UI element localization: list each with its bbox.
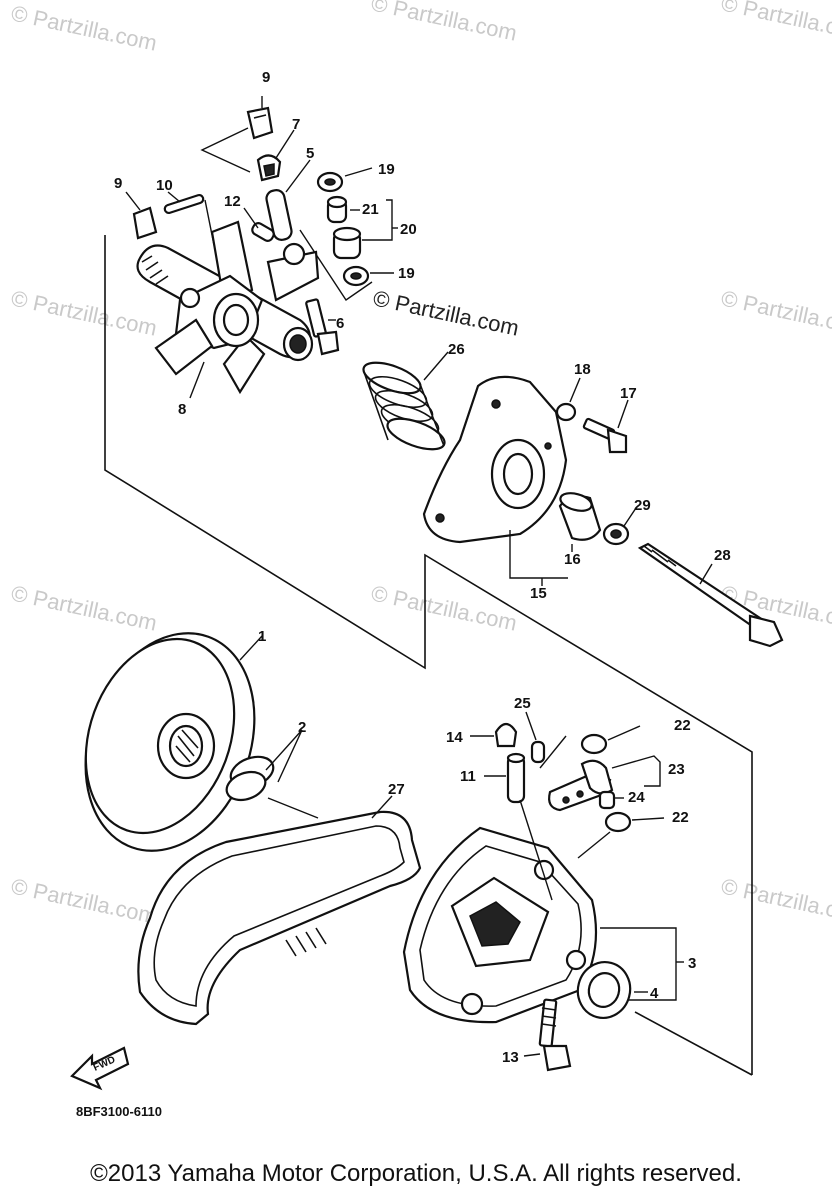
part-9-upper xyxy=(246,106,274,140)
part-17 xyxy=(582,417,628,454)
watermark: © Partzilla.com xyxy=(9,580,159,635)
watermark: © Partzilla.com xyxy=(719,285,832,340)
part-22-upper xyxy=(580,733,608,755)
callout-9: 9 xyxy=(262,69,270,86)
copyright-notice: ©2013 Yamaha Motor Corporation, U.S.A. A… xyxy=(90,1160,742,1187)
callout-28: 28 xyxy=(714,547,731,564)
part-25 xyxy=(530,740,546,764)
watermark: © Partzilla.com xyxy=(719,0,832,46)
callout-22: 22 xyxy=(674,717,691,734)
callout-9: 9 xyxy=(114,175,122,192)
callout-21: 21 xyxy=(362,201,379,218)
callout-24: 24 xyxy=(628,789,645,806)
callout-17: 17 xyxy=(620,385,637,402)
callout-19: 19 xyxy=(378,161,395,178)
part-29 xyxy=(602,522,630,546)
part-20-collar xyxy=(332,226,362,260)
callout-2: 2 xyxy=(298,719,306,736)
frame-upper xyxy=(104,235,753,1075)
part-19-upper xyxy=(316,171,344,193)
part-13 xyxy=(538,998,572,1072)
callout-5: 5 xyxy=(306,145,314,162)
callout-26: 26 xyxy=(448,341,465,358)
callout-20: 20 xyxy=(400,221,417,238)
callout-29: 29 xyxy=(634,497,651,514)
part-11 xyxy=(506,752,526,804)
callout-3: 3 xyxy=(688,955,696,972)
callout-7: 7 xyxy=(292,116,300,133)
callout-15: 15 xyxy=(530,585,547,602)
part-15-cover xyxy=(422,375,568,544)
watermark: © Partzilla.com xyxy=(9,0,159,55)
part-5 xyxy=(265,189,293,241)
watermark: © Partzilla.com xyxy=(369,580,519,635)
callout-11: 11 xyxy=(460,768,476,785)
part-16 xyxy=(558,492,602,541)
part-2 xyxy=(225,755,275,802)
watermark-center: © Partzilla.com xyxy=(371,285,521,340)
callout-4: 4 xyxy=(650,985,659,1002)
part-23-arm xyxy=(548,759,614,812)
part-27-belt xyxy=(137,810,422,1026)
part-10 xyxy=(163,193,205,215)
part-4 xyxy=(576,961,632,1019)
part-6 xyxy=(305,298,340,356)
callout-10: 10 xyxy=(156,177,173,194)
watermark: © Partzilla.com xyxy=(719,873,832,928)
callout-22: 22 xyxy=(672,809,689,826)
part-26-spring xyxy=(362,361,446,451)
callout-8: 8 xyxy=(178,401,186,418)
part-22-lower xyxy=(604,811,632,833)
callout-23: 23 xyxy=(668,761,685,778)
callout-labels: 1 2 3 4 5 6 7 8 9 9 10 11 12 13 14 15 16… xyxy=(114,69,731,1066)
frame-lower xyxy=(634,1011,753,1076)
callout-1: 1 xyxy=(258,628,266,645)
watermark: © Partzilla.com xyxy=(369,0,519,46)
part-21 xyxy=(326,195,348,224)
callout-6: 6 xyxy=(336,315,344,332)
callout-27: 27 xyxy=(388,781,405,798)
callout-16: 16 xyxy=(564,551,581,568)
part-1-sheave xyxy=(84,632,256,852)
part-9-left xyxy=(132,206,158,240)
watermark: © Partzilla.com xyxy=(9,873,159,928)
part-3-sheave-assembly xyxy=(402,826,598,1024)
part-18 xyxy=(555,402,577,422)
callout-14: 14 xyxy=(446,729,463,746)
part-8-spider-assembly xyxy=(136,220,320,395)
part-14 xyxy=(494,722,518,748)
callout-19: 19 xyxy=(398,265,415,282)
callout-25: 25 xyxy=(514,695,531,712)
part-19-lower xyxy=(342,265,370,287)
callout-18: 18 xyxy=(574,361,591,378)
part-7 xyxy=(256,154,282,182)
watermark: © Partzilla.com xyxy=(9,285,159,340)
part-28 xyxy=(637,542,784,648)
diagram-code: 8BF3100-6110 xyxy=(76,1104,162,1119)
fwd-arrow-icon: FWD xyxy=(70,1046,130,1091)
callout-13: 13 xyxy=(502,1049,519,1066)
part-24 xyxy=(598,790,616,810)
callout-12: 12 xyxy=(224,193,241,210)
